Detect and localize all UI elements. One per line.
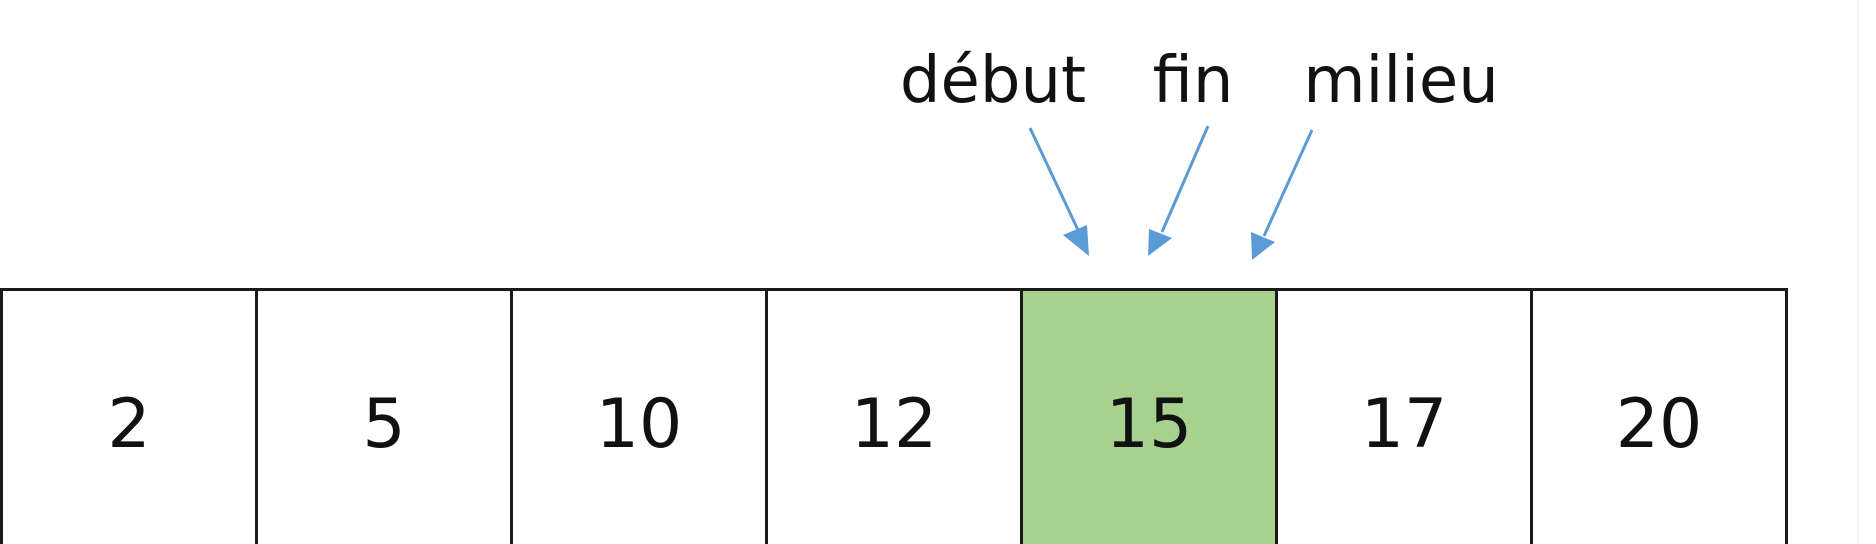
array-cell-value: 12: [850, 385, 938, 464]
pointer-label-milieu: milieu: [1303, 44, 1499, 118]
pointer-label-fin: fin: [1152, 44, 1234, 118]
array-cell: 12: [768, 291, 1023, 544]
array-cell: 10: [513, 291, 768, 544]
array-cell: 2: [3, 291, 258, 544]
array-cell-value: 17: [1360, 385, 1448, 464]
arrow-fin: [1148, 125, 1210, 256]
array-cell-value: 2: [107, 385, 151, 464]
pointer-label-debut: début: [899, 44, 1087, 118]
sorted-array: 2 5 10 12 15 17 20: [0, 288, 1788, 544]
array-cell-value: 20: [1615, 385, 1703, 464]
array-cell: 17: [1278, 291, 1533, 544]
array-cell: 5: [258, 291, 513, 544]
arrow-debut: [1028, 127, 1089, 256]
arrow-milieu: [1251, 129, 1314, 260]
array-cell-value: 5: [362, 385, 406, 464]
array-cell-value: 10: [595, 385, 683, 464]
array-cell-value: 15: [1105, 385, 1193, 464]
right-edge-divider: [1857, 0, 1859, 544]
array-cell-highlighted: 15: [1023, 291, 1278, 544]
array-cell: 20: [1533, 291, 1788, 544]
